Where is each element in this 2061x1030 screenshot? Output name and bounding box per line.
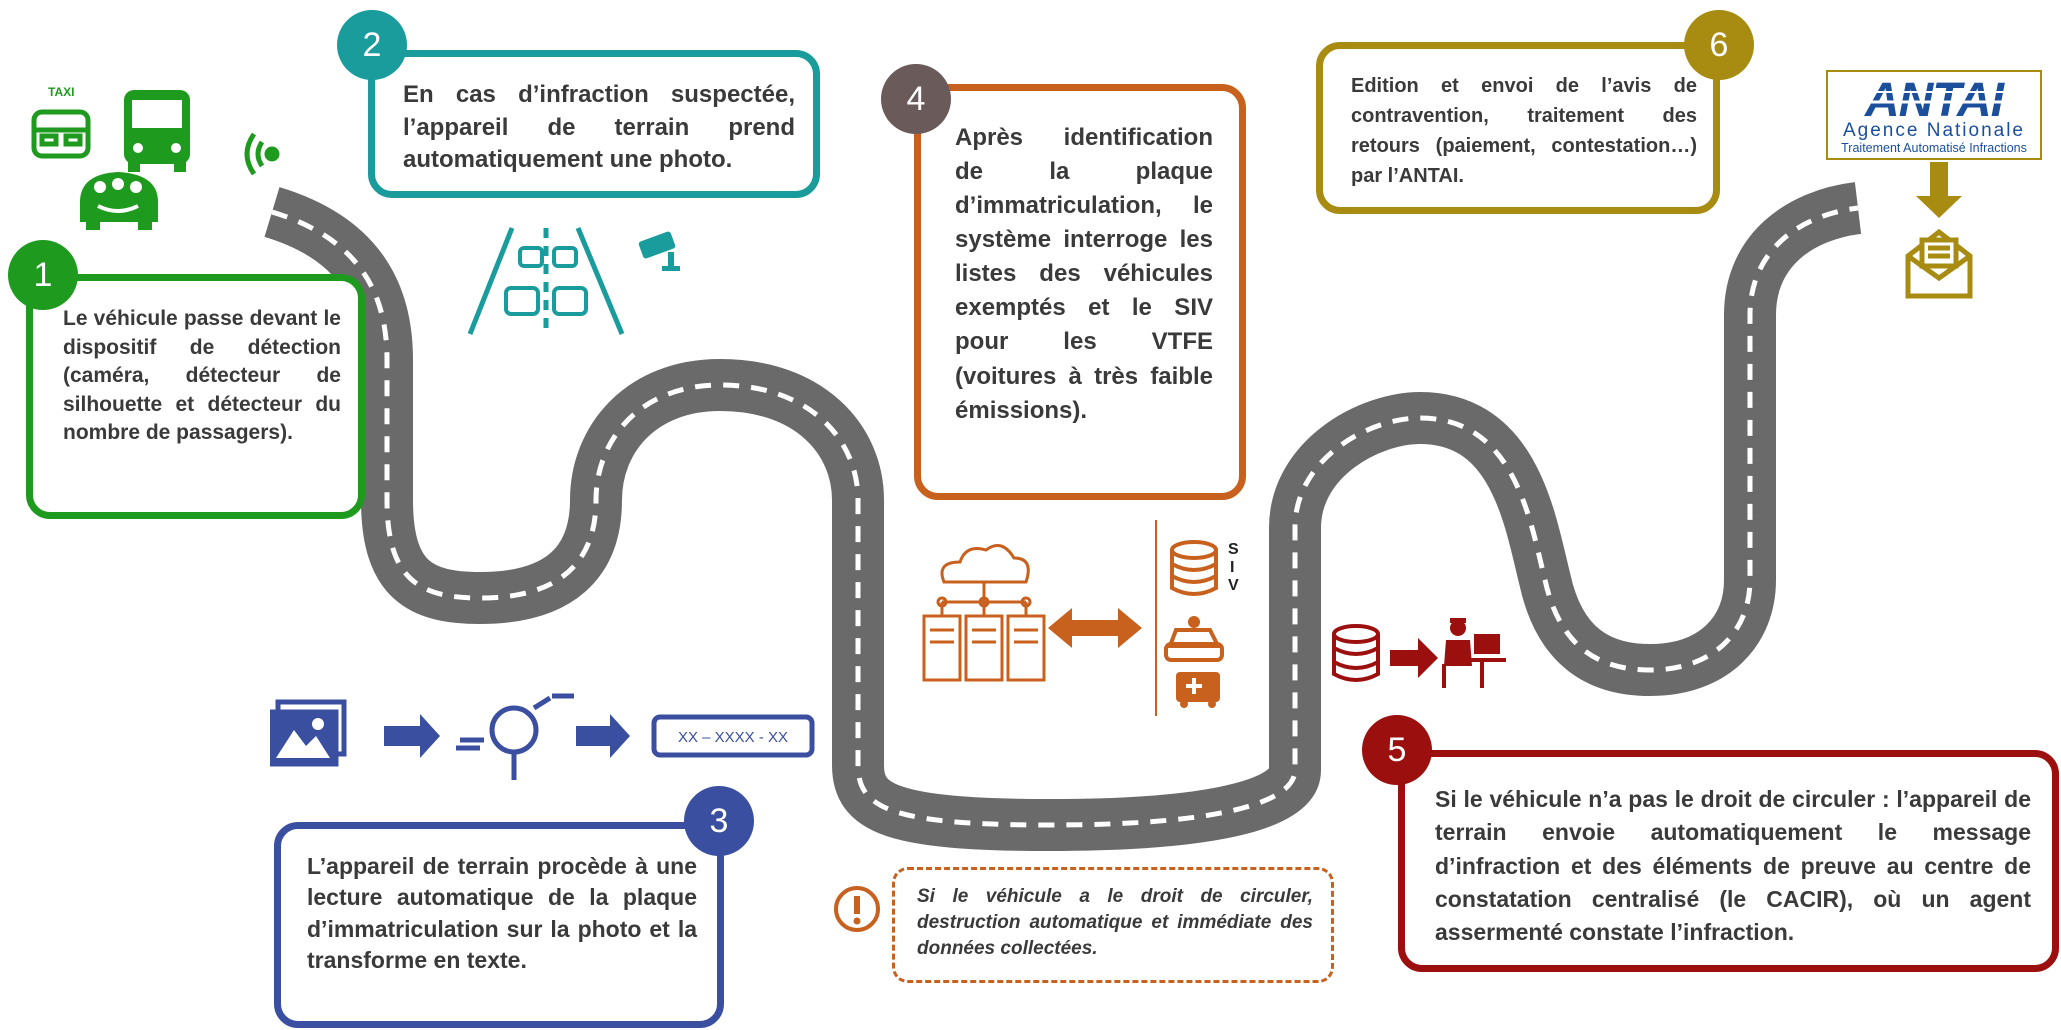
photo-icon xyxy=(270,699,347,767)
step-1-text: Le véhicule passe devant le dispositif d… xyxy=(63,307,341,445)
query-icon-group: S I V xyxy=(922,520,1239,716)
database-icon xyxy=(1170,540,1218,596)
antai-logo: ANTAI Agence Nationale Traitement Automa… xyxy=(1826,70,2042,160)
traffic-camera-icon xyxy=(467,227,680,335)
step-3-text: L’appareil de terrain procède à une lect… xyxy=(307,853,697,973)
database-icon xyxy=(1332,624,1380,682)
ambulance-icon xyxy=(1176,672,1220,708)
vehicles-icon-group: TAXI xyxy=(31,85,280,230)
warning-icon xyxy=(834,886,880,932)
double-arrow-icon xyxy=(1048,608,1142,648)
envelope-icon xyxy=(1905,228,1973,299)
signal-icon xyxy=(244,132,280,176)
transmission-icon-group xyxy=(1332,618,1506,688)
license-plate xyxy=(651,714,815,758)
step-6-text: Edition et envoi de l’avis de contravent… xyxy=(1351,75,1697,187)
agent-icon xyxy=(1442,618,1506,688)
magnifier-icon xyxy=(456,693,574,780)
antai-agency-line: Agence Nationale xyxy=(1843,120,2025,141)
camera-icon xyxy=(638,231,680,271)
arrow-icon xyxy=(1390,638,1438,678)
license-plate-text: XX – XXXX - XX xyxy=(678,729,788,746)
step-5-box: Si le véhicule n’a pas le droit de circu… xyxy=(1398,750,2059,972)
step-3-box: L’appareil de terrain procède à une lect… xyxy=(274,822,724,1028)
cloud-server-icon xyxy=(922,544,1046,682)
step-1-badge: 1 xyxy=(8,240,78,310)
step-6-badge: 6 xyxy=(1684,10,1754,80)
step-5-text: Si le véhicule n’a pas le droit de circu… xyxy=(1435,786,2031,946)
step-2-box: En cas d’infraction suspectée, l’apparei… xyxy=(368,50,820,198)
arrow-icon xyxy=(384,714,440,758)
siv-letter-s: S xyxy=(1228,541,1239,558)
down-arrow-icon xyxy=(1916,162,1962,218)
step-3-badge: 3 xyxy=(684,786,754,856)
antai-subtitle-line: Traitement Automatisé Infractions xyxy=(1841,141,2027,155)
note-text: Si le véhicule a le droit de circuler, d… xyxy=(917,886,1313,960)
carpool-icon xyxy=(80,172,158,230)
step-2-text: En cas d’infraction suspectée, l’apparei… xyxy=(403,81,795,174)
step-6-box: Edition et envoi de l’avis de contravent… xyxy=(1316,42,1720,214)
step-2-badge: 2 xyxy=(337,10,407,80)
bus-icon xyxy=(124,90,190,172)
siv-letter-i: I xyxy=(1230,559,1234,576)
step-4-box: Après identification de la plaque d’imma… xyxy=(914,84,1246,500)
step-5-badge: 5 xyxy=(1362,715,1432,785)
note-box: Si le véhicule a le droit de circuler, d… xyxy=(892,867,1334,983)
arrow-icon xyxy=(576,714,630,758)
siv-letter-v: V xyxy=(1228,577,1239,594)
step-4-badge: 4 xyxy=(881,64,951,134)
car-icon xyxy=(504,246,588,316)
taxi-icon xyxy=(31,109,91,159)
mail-icon-group xyxy=(1905,162,1973,299)
step-1-box: Le véhicule passe devant le dispositif d… xyxy=(26,274,365,519)
plate-reading-icon-group: XX – XXXX - XX xyxy=(270,693,815,780)
step-4-text: Après identification de la plaque d’imma… xyxy=(955,124,1213,424)
road-center-line xyxy=(271,205,1859,828)
police-car-icon xyxy=(1164,616,1224,662)
taxi-label: TAXI xyxy=(48,85,74,99)
